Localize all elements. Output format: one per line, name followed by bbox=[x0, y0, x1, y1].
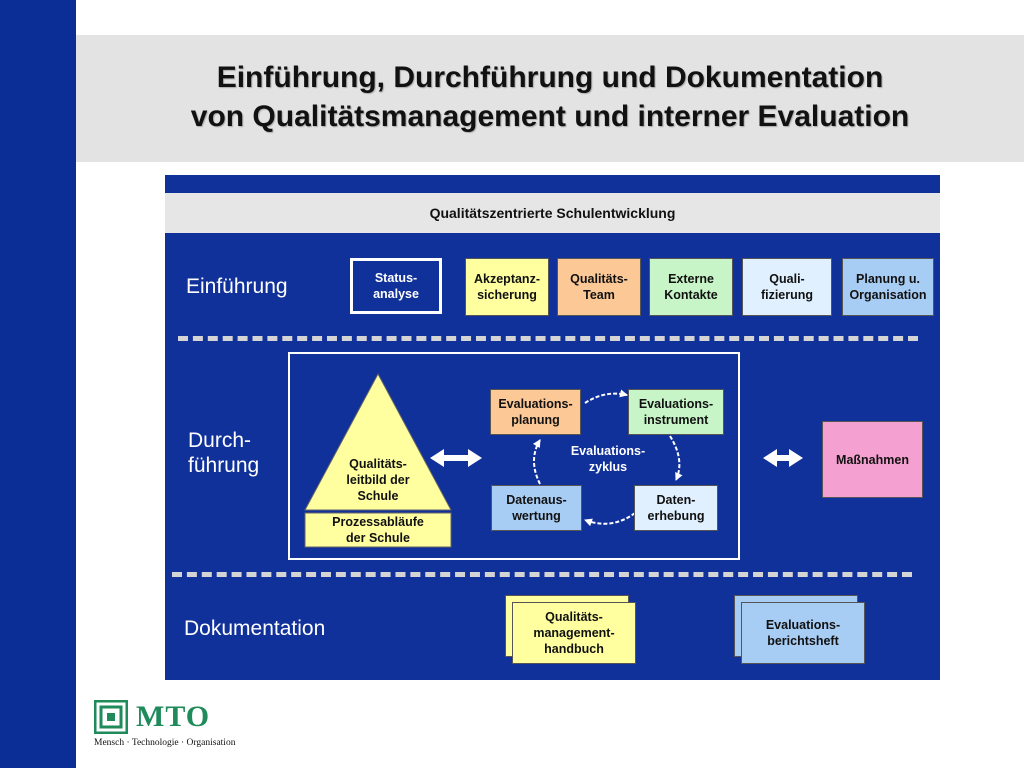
berichtsheft-line-2: berichtsheft bbox=[767, 634, 839, 648]
mto-logo-text: MTO bbox=[136, 700, 211, 733]
qualitaets-team-box: Qualitäts- Team bbox=[557, 258, 641, 316]
divider-dashed-2 bbox=[172, 572, 912, 577]
pyramid-bottom-line-2: der Schule bbox=[346, 531, 410, 545]
evaluationsinstrument-box: Evaluations-instrument bbox=[628, 389, 724, 435]
qualitaetsmanagement-handbuch-box: Qualitäts-management-handbuch bbox=[512, 602, 636, 664]
pyramid-bottom-label: Prozessabläufe der Schule bbox=[305, 514, 451, 546]
qualifizierung-box: Quali-fizierung bbox=[742, 258, 832, 316]
evaluationsplanung-line-2: planung bbox=[511, 413, 560, 427]
cycle-arrow-bottom bbox=[584, 512, 636, 527]
datenauswertung-line-1: Datenaus- bbox=[506, 493, 567, 507]
handbuch-line-1: Qualitäts- bbox=[545, 610, 603, 624]
planung-organisation-line-2: Organisation bbox=[849, 288, 927, 302]
evaluationsinstrument-line-1: Evaluations- bbox=[638, 397, 714, 411]
massnahmen-box: Maßnahmen bbox=[822, 421, 923, 498]
cycle-arrow-right bbox=[669, 435, 683, 481]
mto-logo-icon bbox=[94, 700, 128, 734]
planung-organisation-box: Planung u. Organisation bbox=[842, 258, 934, 316]
evaluationsinstrument-line-2: instrument bbox=[643, 413, 709, 427]
page-title-line-2: von Qualitätsmanagement und interner Eva… bbox=[190, 100, 910, 133]
durchfuehrung-frame bbox=[288, 352, 740, 560]
section-label-dokumentation: Dokumentation bbox=[184, 617, 326, 640]
mto-tagline: Mensch · Technologie · Organisation bbox=[94, 738, 236, 748]
evaluationszyklus-line-2: zyklus bbox=[588, 460, 628, 474]
pyramid-bottom-line-1: Prozessabläufe bbox=[332, 515, 424, 529]
datenerhebung-line-1: Daten- bbox=[656, 493, 696, 507]
qualitaets-team-line-1: Qualitäts- bbox=[570, 272, 628, 286]
handbuch-line-2: management- bbox=[533, 626, 615, 640]
evaluationsplanung-box: Evaluations-planung bbox=[490, 389, 581, 435]
section-label-durchfuehrung: Durch- führung bbox=[188, 428, 259, 478]
datenerhebung-box: Daten-erhebung bbox=[634, 485, 718, 531]
pyramid-top-line-2: leitbild der bbox=[346, 473, 410, 487]
pyramid-bottom bbox=[304, 512, 452, 548]
diagram-header-text: Qualitätszentrierte Schulentwicklung bbox=[429, 205, 676, 221]
pyramid-top-line-3: Schule bbox=[357, 489, 399, 503]
qualifizierung-line-2: fizierung bbox=[760, 288, 814, 302]
durchfuehrung-line-1: Durch- bbox=[188, 429, 252, 452]
berichtsheft-line-1: Evaluations- bbox=[765, 618, 841, 632]
page-title-line-1: Einführung, Durchführung und Dokumentati… bbox=[216, 61, 884, 94]
planung-organisation-line-1: Planung u. bbox=[856, 272, 920, 286]
akzeptanzsicherung-line-2: sicherung bbox=[477, 288, 537, 302]
akzeptanzsicherung-box: Akzeptanz-sicherung bbox=[465, 258, 549, 316]
datenauswertung-line-2: wertung bbox=[512, 509, 561, 523]
externe-kontakte-line-1: Externe bbox=[668, 272, 714, 286]
page-title: Einführung, Durchführung und Dokumentati… bbox=[76, 58, 1024, 136]
akzeptanzsicherung-line-1: Akzeptanz- bbox=[474, 272, 540, 286]
cycle-arrow-left bbox=[532, 439, 541, 485]
evaluationszyklus-label: Evaluations- zyklus bbox=[556, 443, 660, 475]
title-banner bbox=[76, 35, 1024, 162]
divider-dashed-1 bbox=[178, 336, 918, 341]
pyramid-top-label: Qualitäts- leitbild der Schule bbox=[318, 456, 438, 504]
status-analyse-box: Status-analyse bbox=[350, 258, 442, 314]
status-analyse-line-2: analyse bbox=[373, 287, 419, 301]
double-arrow-left bbox=[430, 449, 482, 467]
datenerhebung-line-2: erhebung bbox=[647, 509, 705, 523]
datenauswertung-box: Datenaus-wertung bbox=[491, 485, 582, 531]
pyramid-top-line-1: Qualitäts- bbox=[349, 457, 407, 471]
pyramid-top bbox=[304, 372, 452, 511]
double-arrow-right bbox=[763, 449, 803, 467]
evaluationszyklus-line-1: Evaluations- bbox=[570, 444, 646, 458]
evaluationsplanung-line-1: Evaluations- bbox=[498, 397, 573, 411]
handbuch-line-3: handbuch bbox=[544, 642, 604, 656]
left-accent-bar bbox=[0, 0, 76, 768]
diagram-header-bar bbox=[165, 193, 940, 233]
qualitaets-team-line-2: Team bbox=[583, 288, 615, 302]
evaluationsberichtsheft-box: Evaluations-berichtsheft bbox=[741, 602, 865, 664]
externe-kontakte-line-2: Kontakte bbox=[664, 288, 718, 302]
section-label-einfuehrung: Einführung bbox=[186, 275, 288, 298]
status-analyse-line-1: Status- bbox=[374, 271, 418, 285]
qualifizierung-line-1: Quali- bbox=[769, 272, 805, 286]
durchfuehrung-line-2: führung bbox=[188, 454, 260, 477]
cycle-arrow-top bbox=[584, 389, 628, 404]
